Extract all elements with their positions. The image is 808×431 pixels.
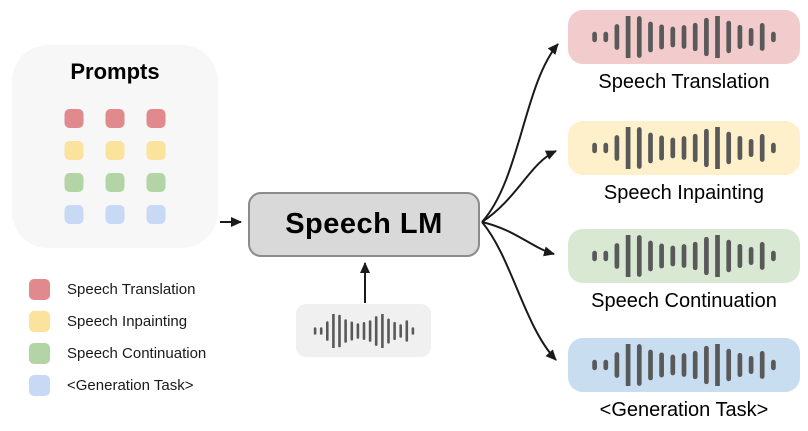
legend-swatch	[29, 279, 50, 300]
arrow-model-to-generation	[481, 221, 557, 361]
output-audio-box	[568, 229, 800, 283]
output-label: Speech Translation	[598, 71, 770, 93]
output-audio-box	[568, 121, 800, 175]
prompts-grid	[64, 109, 166, 224]
output-item: <Generation Task>	[568, 338, 800, 422]
legend-swatch	[29, 311, 50, 332]
arrow-model-to-inpainting	[481, 150, 557, 223]
legend-item: Speech Inpainting	[29, 311, 206, 332]
prompt-grid-row-speech-translation	[64, 109, 166, 128]
legend-label: Speech Translation	[67, 281, 196, 298]
prompt-token-speech-inpainting	[105, 141, 125, 160]
prompts-title: Prompts	[70, 59, 160, 84]
legend-swatch	[29, 375, 50, 396]
output-label: Speech Inpainting	[603, 182, 765, 204]
output-item: Speech Translation	[568, 10, 800, 94]
arrow-model-to-translation	[481, 43, 559, 223]
prompt-token-speech-continuation	[64, 173, 84, 192]
waveform-icon	[589, 344, 779, 386]
legend-label: Speech Continuation	[67, 345, 207, 362]
legend-swatch	[29, 343, 50, 364]
speech-lm-label: Speech LM	[285, 208, 443, 240]
output-item: Speech Inpainting	[568, 121, 800, 205]
prompt-token-speech-inpainting	[64, 141, 84, 160]
prompt-token-speech-continuation	[105, 173, 125, 192]
output-label: Speech Continuation	[591, 290, 777, 312]
prompt-grid-row-speech-continuation	[64, 173, 166, 192]
input-audio-box	[296, 304, 431, 357]
output-item: Speech Continuation	[568, 229, 800, 313]
prompt-token-speech-continuation	[146, 173, 166, 192]
speech-lm-box: Speech LM	[248, 192, 480, 257]
output-audio-box	[568, 10, 800, 64]
prompt-token-speech-translation	[64, 109, 84, 128]
legend-item: Speech Continuation	[29, 343, 206, 364]
legend-item: <Generation Task>	[29, 375, 206, 396]
prompt-token-speech-translation	[105, 109, 125, 128]
waveform-icon	[589, 16, 779, 58]
output-audio-box	[568, 338, 800, 392]
prompt-token-generation-task	[105, 205, 125, 224]
prompt-token-speech-translation	[146, 109, 166, 128]
arrow-model-to-continuation	[481, 221, 555, 257]
legend-label: Speech Inpainting	[67, 313, 188, 330]
legend-label: <Generation Task>	[67, 377, 194, 394]
prompt-token-generation-task	[64, 205, 84, 224]
prompt-grid-row-generation-task	[64, 205, 166, 224]
prompt-token-speech-inpainting	[146, 141, 166, 160]
prompt-token-generation-task	[146, 205, 166, 224]
waveform-icon	[589, 127, 779, 169]
waveform-icon	[589, 235, 779, 277]
prompts-panel: Prompts	[12, 45, 218, 248]
legend-item: Speech Translation	[29, 279, 206, 300]
waveform-icon	[312, 313, 416, 348]
output-label: <Generation Task>	[599, 399, 769, 421]
prompt-grid-row-speech-inpainting	[64, 141, 166, 160]
